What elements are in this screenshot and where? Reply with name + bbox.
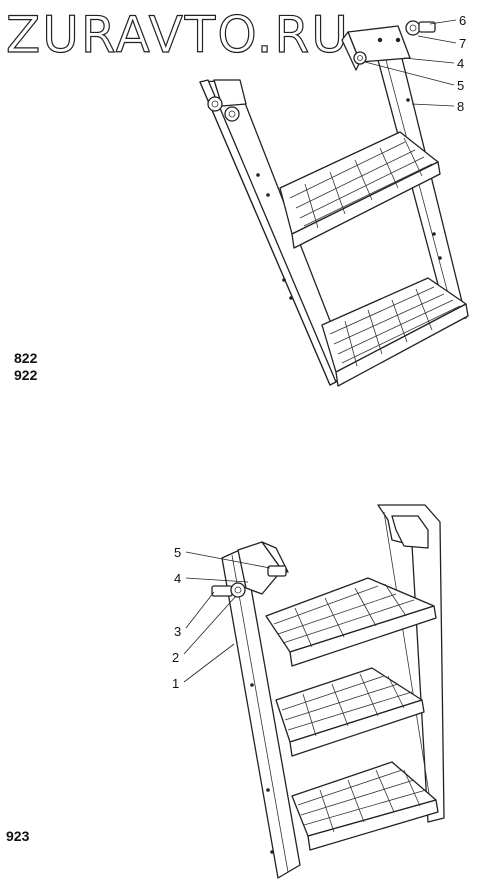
bottom-callout-5: 5: [174, 545, 181, 560]
bottom-handle-slot: [391, 515, 429, 549]
top-left-rail-edge: [199, 79, 337, 386]
top-nut: [353, 51, 367, 65]
top-callout-8: 8: [457, 99, 464, 114]
top-rail-bolt-2: [224, 106, 240, 122]
top-callout-5: 5: [457, 78, 464, 93]
bottom-callout-2: 2: [172, 650, 179, 665]
top-rail-bolt-1: [207, 96, 223, 112]
top-washer: [405, 20, 421, 36]
model-label-923: 923: [6, 828, 30, 844]
bottom-washer: [230, 582, 246, 598]
bottom-bracket-bolt: [267, 565, 287, 577]
top-callout-7: 7: [459, 36, 466, 51]
top-callout-6: 6: [459, 13, 466, 28]
bottom-left-rail: [221, 547, 301, 879]
top-upper-step-tread: [289, 137, 433, 229]
bottom-bolt: [211, 585, 233, 597]
bottom-callout-4: 4: [174, 571, 181, 586]
model-label-822: 822: [14, 350, 38, 366]
bottom-step-assembly: [211, 504, 445, 879]
bottom-model-labels: 923: [6, 828, 29, 845]
top-lower-step-tread: [329, 286, 461, 367]
top-step-assembly: [199, 20, 469, 387]
model-label-922: 922: [14, 367, 38, 383]
top-rail-tab: [213, 79, 247, 107]
watermark-text: ZURAVTO.RU: [6, 6, 350, 64]
bottom-callout-1: 1: [172, 676, 179, 691]
top-model-labels: 822 922: [14, 350, 37, 384]
bottom-right-rail: [377, 504, 445, 823]
bottom-callout-3: 3: [174, 624, 181, 639]
top-callout-4: 4: [457, 56, 464, 71]
top-bolt: [418, 21, 436, 33]
watermark-logo: ZURAVTO.RU: [5, 5, 350, 64]
